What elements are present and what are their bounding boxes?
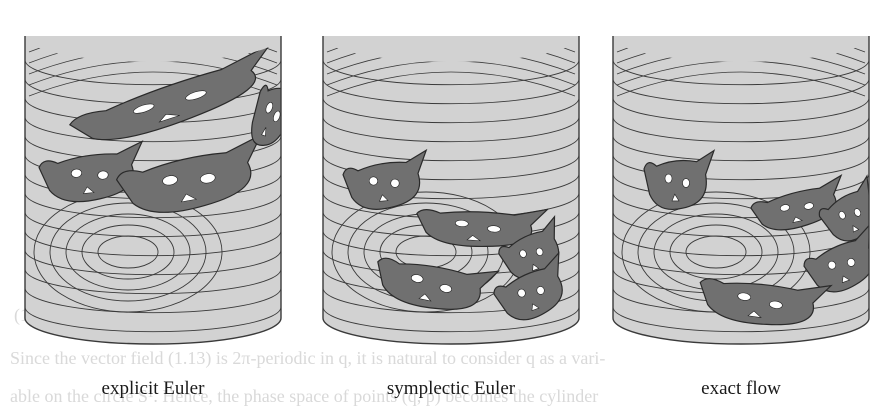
panel-symplectic-euler: symplectic Euler xyxy=(306,0,596,406)
caption-symplectic-euler: symplectic Euler xyxy=(306,378,596,400)
cat-eye xyxy=(665,174,672,183)
cat-eye xyxy=(683,179,690,188)
cylinder-explicit-euler xyxy=(8,0,298,406)
cylinder-symplectic-euler xyxy=(306,0,596,406)
panel-exact-flow: exact flow xyxy=(596,0,886,406)
cylinder-exact-flow xyxy=(596,0,886,406)
panel-explicit-euler: explicit Euler xyxy=(8,0,298,406)
caption-explicit-euler: explicit Euler xyxy=(8,378,298,400)
caption-exact-flow: exact flow xyxy=(596,378,886,400)
